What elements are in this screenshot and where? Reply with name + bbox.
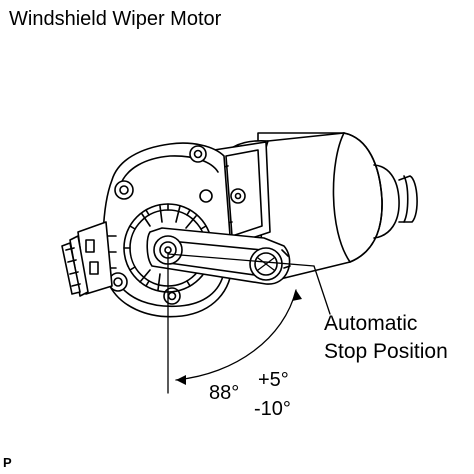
- crank-arm: [146, 227, 291, 285]
- diagram-title: Windshield Wiper Motor: [9, 8, 222, 30]
- reference-lines: [167, 253, 331, 394]
- angle-nominal: 88°: [209, 382, 240, 404]
- angle-tolerance-plus: +5°: [258, 369, 289, 391]
- connector: [61, 221, 113, 297]
- figure-code: P: [3, 455, 12, 470]
- angle-tolerance-minus: -10°: [254, 398, 291, 420]
- callout-stop-position: Stop Position: [324, 340, 448, 363]
- callout-automatic: Automatic: [324, 312, 418, 335]
